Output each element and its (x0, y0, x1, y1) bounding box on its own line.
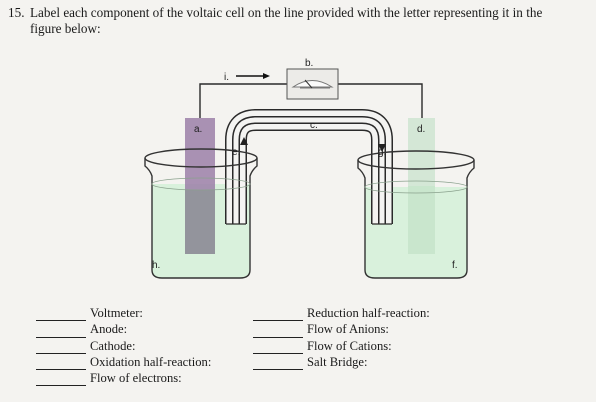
answer-blank[interactable] (253, 342, 303, 354)
answer-blank[interactable] (253, 326, 303, 338)
answer-label: Anode: (90, 322, 128, 337)
question-line-1: Label each component of the voltaic cell… (30, 5, 543, 20)
answer-label: Reduction half-reaction: (307, 306, 430, 320)
answer-blank[interactable] (253, 309, 303, 322)
answer-blank[interactable] (36, 374, 86, 387)
voltmeter-icon (286, 68, 339, 100)
answer-anion-flow: Flow of Anions: (253, 321, 430, 338)
answer-oxidation: Oxidation half-reaction: (36, 354, 212, 371)
answer-anode: Anode: (36, 321, 211, 338)
answer-blank[interactable] (36, 309, 86, 322)
answer-label: Flow of electrons: (90, 371, 182, 386)
answer-list-left: Voltmeter: Anode: Cathode: Oxidation hal… (36, 305, 212, 387)
answer-salt-bridge: Salt Bridge: (253, 354, 430, 371)
label-i: i. (224, 72, 229, 83)
answer-cation-flow: Flow of Cations: (253, 338, 430, 354)
answer-label: Flow of Anions: (307, 322, 389, 337)
answer-blank[interactable] (36, 326, 86, 338)
answer-label: Salt Bridge: (307, 354, 368, 369)
answer-blank[interactable] (253, 358, 303, 371)
salt-bridge (225, 109, 393, 225)
answer-label: Oxidation half-reaction: (90, 354, 212, 369)
answer-list-right: Reduction half-reaction: Flow of Anions:… (253, 305, 430, 371)
right-beaker (357, 150, 475, 279)
label-a: a. (194, 124, 202, 135)
answer-electron-flow: Flow of electrons: (36, 370, 211, 387)
answer-reduction: Reduction half-reaction: (253, 305, 430, 322)
label-g: g. (378, 147, 386, 158)
answer-blank[interactable] (36, 342, 86, 354)
label-c: c. (310, 120, 318, 131)
question-text: 15. Label each component of the voltaic c… (8, 5, 588, 37)
external-wire (199, 83, 423, 118)
electrode-a (185, 118, 215, 254)
answer-voltmeter: Voltmeter: (36, 305, 211, 322)
label-b: b. (305, 58, 313, 69)
label-f: f. (452, 260, 458, 271)
label-e: e. (232, 147, 240, 158)
answer-label: Cathode: (90, 338, 136, 353)
answer-cathode: Cathode: (36, 338, 211, 354)
label-h: h. (152, 260, 160, 271)
voltaic-cell-figure: a. b. c. d. e. f. g. h. i. (144, 58, 475, 279)
question-number: 15. (8, 5, 25, 20)
answer-label: Voltmeter: (90, 306, 143, 320)
answer-label: Flow of Cations: (307, 338, 392, 353)
left-beaker (144, 148, 258, 279)
label-d: d. (417, 124, 425, 135)
question-line-2: figure below: (30, 21, 101, 36)
arrow-right-icon (236, 73, 270, 79)
answer-blank[interactable] (36, 358, 86, 371)
